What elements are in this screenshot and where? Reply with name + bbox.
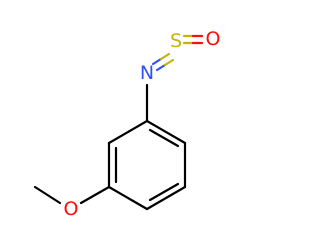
ring-bond-1 — [145, 119, 187, 145]
ring-bond-6 — [107, 119, 149, 145]
ring-bond-3 — [145, 185, 187, 211]
molecule-svg: N S O O — [33, 28, 221, 220]
c-o-bond — [79, 185, 111, 205]
ring-double-bond-1 — [148, 128, 180, 148]
atom-label-nitrogen: N — [140, 62, 154, 84]
ring-bond-4 — [107, 185, 149, 211]
ring-double-bond-2 — [148, 182, 180, 202]
atom-label-oxygen-sulfinyl: O — [206, 28, 221, 50]
n-s-bond-s-half-a — [159, 52, 171, 61]
n-s-bond-s-half-b — [163, 58, 175, 67]
n-s-bond-n-half-b — [155, 63, 167, 72]
o-methyl-bond — [33, 185, 62, 205]
atom-label-oxygen-methoxy: O — [64, 198, 79, 220]
atom-label-sulfur: S — [170, 30, 182, 52]
n-s-bond-n-half-a — [151, 57, 163, 66]
structure-diagram: N S O O — [33, 28, 221, 220]
